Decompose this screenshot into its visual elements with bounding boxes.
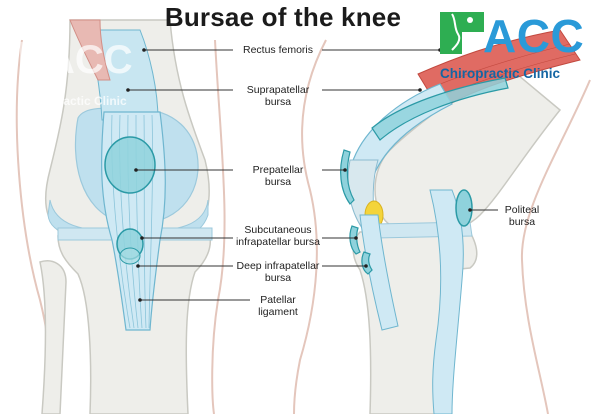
side-skin-outline-back — [520, 79, 591, 415]
subcutaneous-infrapatellar-bursa-side — [349, 225, 361, 255]
brand-logo-icon — [440, 12, 484, 54]
suprapatellar-bursa-side — [371, 77, 509, 141]
deep-infrapatellar-bursa-front — [119, 247, 141, 265]
rectus-femoris-muscle-front — [69, 19, 111, 81]
label-deep-infrapatellar-bursa: Deep infrapatellar bursa — [236, 260, 320, 284]
leader-dots — [126, 48, 472, 302]
front-skin-outline-right — [211, 39, 226, 415]
leader-lines — [128, 49, 498, 301]
label-rectus-femoris: Rectus femoris — [242, 44, 314, 56]
label-patellar-ligament: Patellar ligament — [258, 294, 298, 318]
side-skin-outline — [293, 39, 327, 415]
watermark-logo-icon — [20, 42, 38, 74]
label-politeal-bursa: Politeal bursa — [504, 204, 540, 228]
brand-subtitle: Chiropractic Clinic — [440, 66, 561, 81]
page-title: Bursae of the knee — [164, 2, 402, 32]
fibula-front — [39, 260, 67, 415]
label-subcutaneous-infrapatellar-bursa: Subcutaneous infrapatellar bursa — [235, 224, 321, 248]
front-view-knee — [15, 19, 226, 415]
label-prepatellar-bursa: Prepatellar bursa — [252, 164, 304, 188]
watermark-subtitle: Chiropractic Clinic — [20, 94, 127, 108]
brand-name: ACC — [483, 10, 585, 62]
label-suprapatellar-bursa: Suprapatellar bursa — [246, 84, 310, 108]
prepatellar-bursa-front — [104, 136, 156, 194]
popliteal-bursa-side — [455, 189, 473, 227]
patellar-ligament-side — [359, 214, 399, 331]
watermark-name: ACC — [46, 38, 133, 82]
deep-infrapatellar-bursa-side — [361, 251, 373, 275]
